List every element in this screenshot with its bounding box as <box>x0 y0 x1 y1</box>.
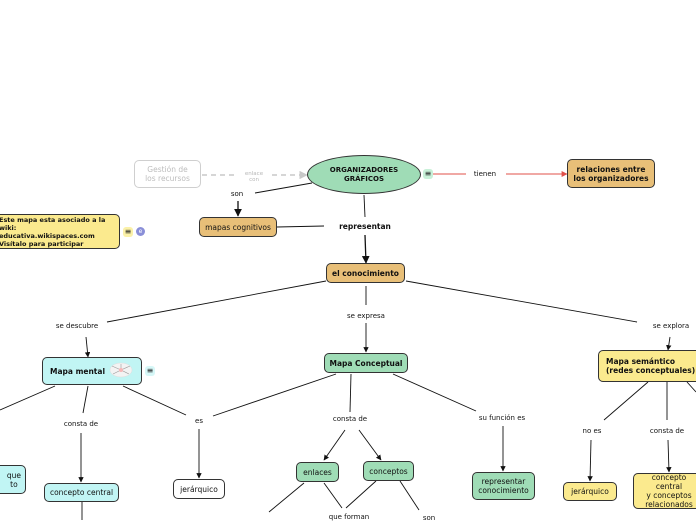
el-conocimiento-node[interactable]: el conocimiento <box>326 263 405 283</box>
concepto-central-relacionados-node[interactable]: concepto central y conceptos relacionado… <box>633 473 696 509</box>
concepto-central-node[interactable]: concepto central <box>44 483 119 502</box>
gestion-recursos-node[interactable]: Gestión de los recursos <box>134 160 201 188</box>
label-consta-de-1: consta de <box>59 420 103 429</box>
label-se-explora: se explora <box>647 322 695 331</box>
root-menu-icon[interactable]: ≡ <box>423 169 433 179</box>
wiki-menu-icon[interactable]: ≡ <box>123 227 133 237</box>
mapas-cognitivos-node[interactable]: mapas cognitivos <box>199 217 277 237</box>
wiki-note-node[interactable]: Este mapa esta asociado a la wiki: educa… <box>0 214 120 249</box>
label-se-descubre: se descubre <box>50 322 104 331</box>
mapa-conceptual-node[interactable]: Mapa Conceptual <box>324 353 408 373</box>
mapa-mental-menu-icon[interactable]: ≡ <box>145 366 155 376</box>
label-son: son <box>226 190 248 199</box>
relaciones-node[interactable]: relaciones entre los organizadores <box>567 159 655 188</box>
label-su-funcion-es: su función es <box>473 414 531 423</box>
mind-map-thumbnail-icon <box>109 362 133 378</box>
enlaces-node[interactable]: enlaces <box>296 462 339 482</box>
label-son-2: son <box>418 514 440 523</box>
label-representan: representan <box>326 222 404 231</box>
label-que-forman: que forman <box>323 513 375 522</box>
label-no-es: no es <box>578 427 606 436</box>
mapa-semantico-node[interactable]: Mapa semántico (redes conceptuales) <box>598 350 696 382</box>
label-consta-de-3: consta de <box>645 427 689 436</box>
wiki-link-icon[interactable]: e <box>136 227 145 236</box>
partial-left-node[interactable]: que to <box>0 465 26 494</box>
label-enlace-con: enlace con <box>240 171 268 183</box>
jerarquico-node-1[interactable]: jerárquico <box>173 479 225 499</box>
label-se-expresa: se expresa <box>340 312 392 321</box>
label-consta-de-2: consta de <box>328 415 372 424</box>
label-es: es <box>190 417 208 426</box>
jerarquico-node-2[interactable]: jerárquico <box>563 482 617 501</box>
representar-conocimiento-node[interactable]: representar conocimiento <box>472 472 535 500</box>
conceptos-node[interactable]: conceptos <box>363 461 414 481</box>
root-node-organizadores-graficos[interactable]: ORGANIZADORES GRÁFICOS <box>307 155 421 194</box>
label-tienen: tienen <box>468 170 502 179</box>
